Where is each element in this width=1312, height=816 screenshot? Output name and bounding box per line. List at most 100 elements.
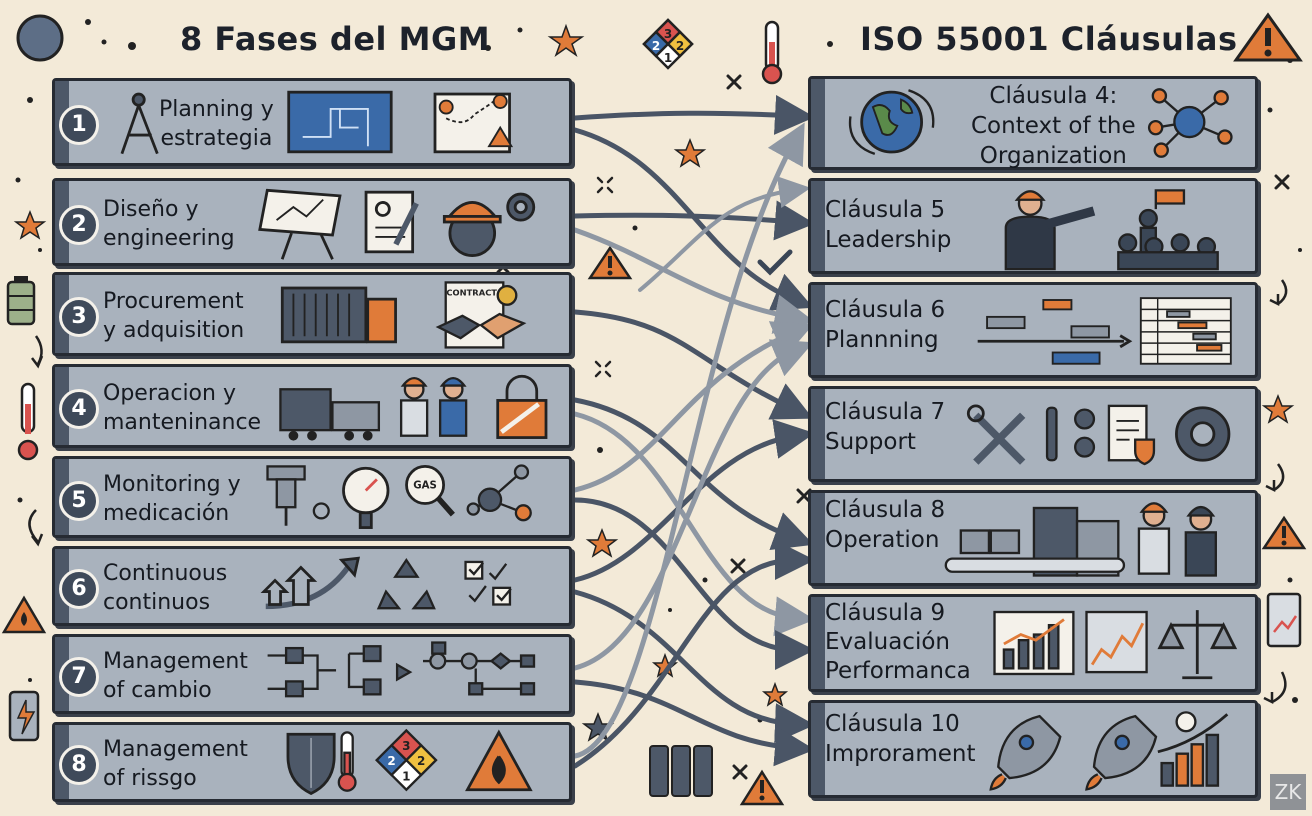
workers-icon	[399, 376, 468, 437]
rocket-icon	[1085, 714, 1158, 791]
team-icon	[1117, 189, 1219, 271]
battery-stack-icon	[649, 745, 713, 797]
diamond-bottom-number: 1	[402, 770, 410, 784]
contract-text: CONTRACT	[446, 287, 497, 297]
rocket-icon	[989, 714, 1062, 791]
thermometer-icon	[761, 20, 783, 85]
hazard-diamond-icon	[375, 728, 438, 792]
phase-number-badge: 8	[59, 745, 99, 785]
battery-icon	[6, 276, 36, 326]
star-icon	[585, 527, 619, 558]
factory-machine-icon	[279, 388, 381, 441]
compass-icon	[120, 92, 159, 155]
diamond-top-number: 3	[664, 27, 672, 41]
recycle-icon	[376, 558, 436, 610]
watermark-logo: ZK	[1270, 774, 1306, 810]
warning-icon	[1233, 12, 1303, 62]
leader-pointing-icon	[1004, 190, 1096, 271]
bar-chart-icon	[993, 610, 1075, 676]
line-chart-icon	[1085, 610, 1148, 674]
phase-number-badge: 2	[59, 205, 99, 245]
star-icon	[547, 23, 585, 57]
flowchart-icon	[267, 641, 536, 698]
star-icon	[761, 681, 789, 707]
moon-circle	[16, 14, 64, 62]
clipboard-chart-icon	[1266, 592, 1302, 648]
scales-icon	[1157, 610, 1238, 680]
wrench-gear-icon	[1045, 406, 1096, 462]
diamond-left-number: 2	[387, 754, 395, 768]
sensor-icon	[266, 465, 330, 526]
workers-icon	[1137, 502, 1217, 577]
phase-1-icons	[120, 90, 514, 155]
diamond-right-number: 2	[417, 754, 425, 768]
document-shield-icon	[1107, 404, 1156, 466]
hardhat-worker-icon	[442, 201, 502, 257]
gas-label: GAS	[413, 481, 437, 492]
star-icon	[1261, 393, 1295, 424]
padlock-icon	[496, 374, 548, 439]
hazard-diamond-icon	[642, 18, 694, 70]
star-icon	[673, 137, 707, 168]
tools-icon	[966, 404, 1026, 465]
shield-icon	[286, 732, 336, 795]
document-gear-icon	[364, 190, 419, 254]
growth-chart-icon	[1157, 711, 1229, 787]
network-icon	[1147, 88, 1233, 158]
gantt-chart-icon	[1139, 297, 1232, 365]
drafting-table-icon	[258, 188, 342, 260]
star-icon	[13, 209, 47, 240]
fire-warning-icon	[465, 729, 533, 792]
star-icon	[651, 652, 679, 678]
phase-number-badge: 6	[59, 569, 99, 609]
phases-column-title: 8 Fases del MGM	[180, 20, 491, 58]
warning-icon	[1261, 515, 1307, 550]
pressure-gauge-icon	[342, 466, 390, 529]
gear-icon	[506, 192, 536, 222]
phase-number-badge: 7	[59, 657, 99, 697]
checklist-icon	[464, 560, 512, 606]
thermometer-icon	[17, 382, 39, 461]
gear-icon	[1175, 406, 1231, 462]
thermometer-icon	[337, 731, 357, 792]
fire-warning-icon	[1, 595, 47, 634]
contract-icon	[444, 281, 518, 349]
process-flow-icon	[977, 299, 1133, 365]
diamond-bottom-number: 1	[664, 51, 672, 65]
lightning-battery-icon	[8, 690, 40, 742]
phase-number-badge: 4	[59, 389, 99, 429]
blueprint-icon	[287, 90, 393, 154]
gas-detector-icon	[405, 465, 455, 517]
star-icon	[581, 711, 615, 742]
growth-arrow-icon	[260, 556, 361, 610]
